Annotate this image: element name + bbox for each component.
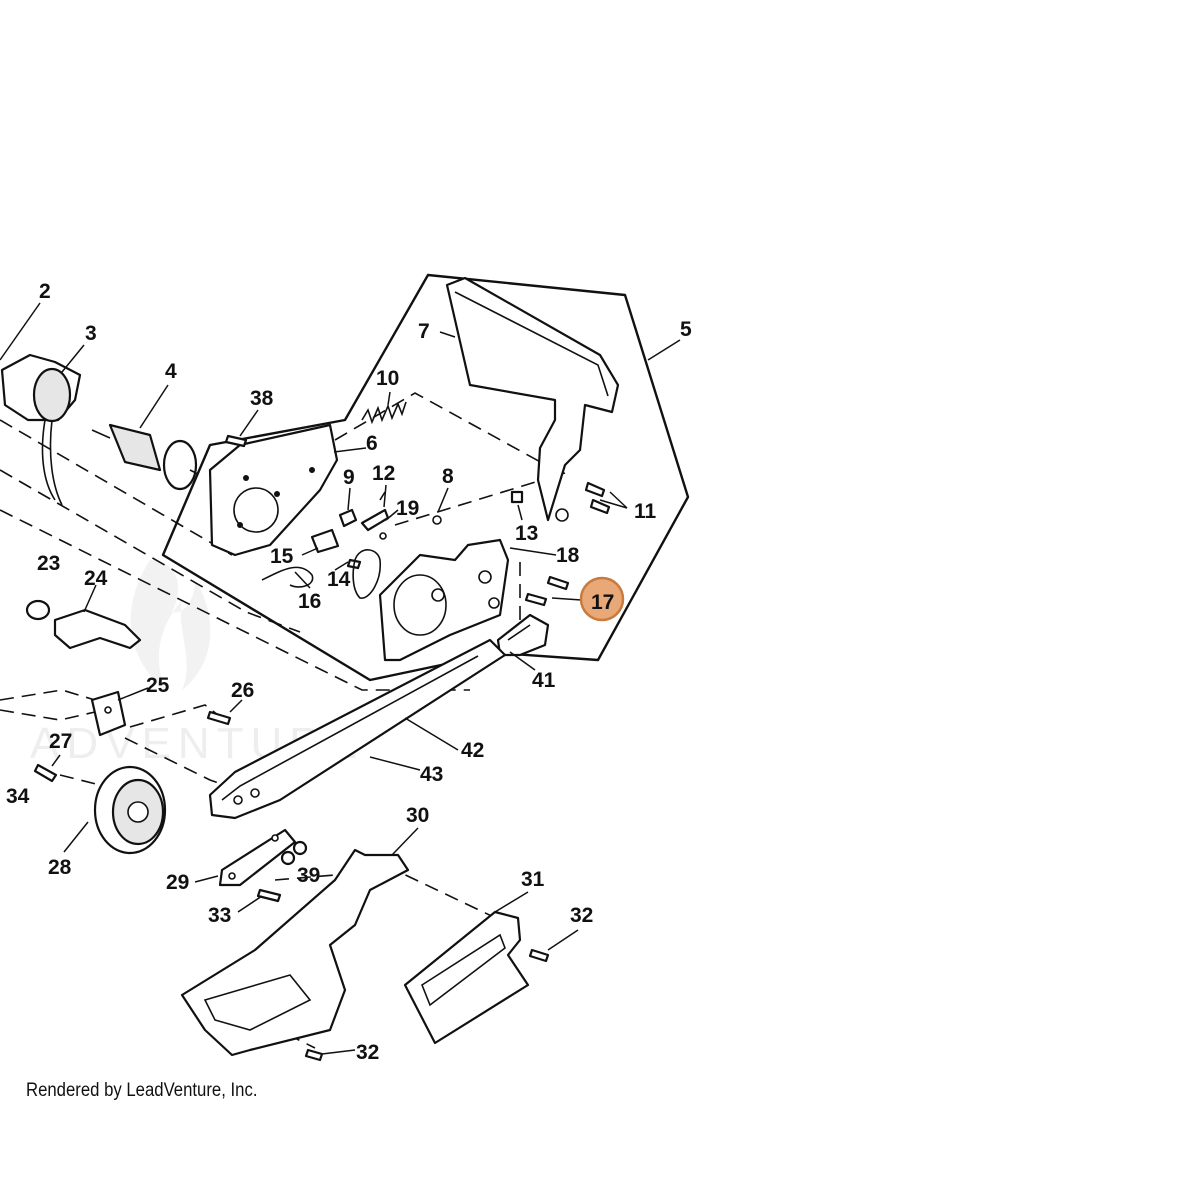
callout-39[interactable]: 39 (297, 864, 320, 887)
callout-19[interactable]: 19 (396, 497, 419, 520)
callout-28[interactable]: 28 (48, 856, 72, 879)
armature-part (91, 423, 199, 491)
callout-6[interactable]: 6 (366, 432, 378, 455)
spring-part (361, 401, 407, 425)
rear-handle-part (180, 848, 410, 1057)
callout-12[interactable]: 12 (372, 462, 395, 485)
callout-8[interactable]: 8 (442, 465, 454, 488)
callout-41[interactable]: 41 (532, 669, 556, 692)
callouts: 2 3 4 5 6 7 8 9 10 11 12 13 14 15 16 17 … (6, 280, 692, 1064)
callout-18[interactable]: 18 (556, 544, 580, 567)
callout-38[interactable]: 38 (250, 387, 274, 410)
gearbox-cover-part (352, 538, 510, 662)
plate-part (218, 828, 297, 887)
callout-3[interactable]: 3 (85, 322, 97, 345)
small-parts (33, 434, 611, 1062)
callout-24[interactable]: 24 (84, 567, 108, 590)
callout-13[interactable]: 13 (515, 522, 538, 545)
guide-bar-part (208, 638, 507, 820)
callout-43[interactable]: 43 (420, 763, 443, 786)
callout-7[interactable]: 7 (418, 320, 430, 343)
hand-guard-part (445, 276, 620, 522)
callout-42[interactable]: 42 (461, 739, 484, 762)
sprocket-parts (25, 599, 142, 650)
callout-34[interactable]: 34 (6, 785, 30, 808)
callout-32-bottom[interactable]: 32 (356, 1041, 379, 1064)
callout-5[interactable]: 5 (680, 318, 692, 341)
stator-part (0, 353, 82, 506)
callout-23[interactable]: 23 (37, 552, 60, 575)
bracket-part (90, 690, 127, 737)
callout-31[interactable]: 31 (521, 868, 545, 891)
callout-10[interactable]: 10 (376, 367, 399, 390)
callout-15[interactable]: 15 (270, 545, 294, 568)
callout-27[interactable]: 27 (49, 730, 72, 753)
callout-11[interactable]: 11 (634, 500, 657, 523)
callout-25[interactable]: 25 (146, 674, 170, 697)
watermark-flame-icon (130, 560, 211, 690)
callout-33[interactable]: 33 (208, 904, 231, 927)
housing-outline (161, 273, 690, 682)
rear-guard-part (403, 910, 530, 1045)
callout-2[interactable]: 2 (39, 280, 51, 303)
motor-housing-part (208, 423, 339, 557)
callout-17[interactable]: 17 (591, 591, 614, 614)
callout-30[interactable]: 30 (406, 804, 429, 827)
nut-part (280, 840, 308, 866)
switch-part (261, 528, 340, 588)
sprocket-drum-part (93, 765, 167, 855)
callout-32-right[interactable]: 32 (570, 904, 593, 927)
callout-9[interactable]: 9 (343, 466, 355, 489)
credit-text: Rendered by LeadVenture, Inc. (26, 1080, 258, 1101)
callout-29[interactable]: 29 (166, 871, 189, 894)
highlight-marker (579, 576, 625, 622)
callout-4[interactable]: 4 (165, 360, 177, 383)
bar-guide-part (496, 613, 550, 657)
leader-lines (0, 302, 681, 1055)
callout-26[interactable]: 26 (231, 679, 254, 702)
callout-14[interactable]: 14 (327, 568, 351, 591)
callout-16[interactable]: 16 (298, 590, 321, 613)
